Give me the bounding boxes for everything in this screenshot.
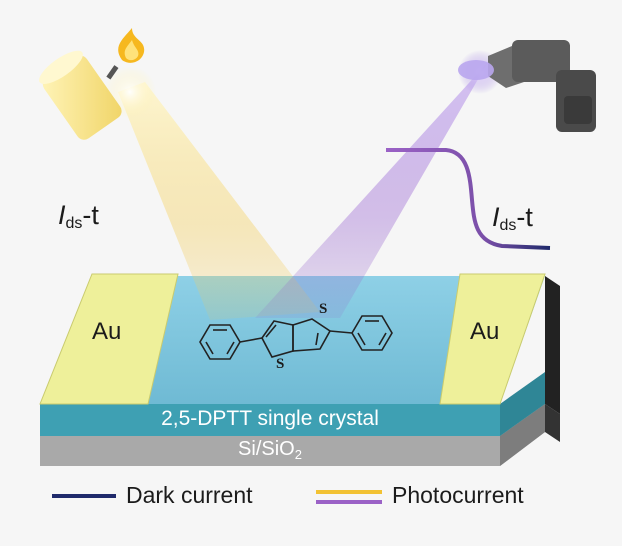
uv-lamp-icon bbox=[458, 40, 596, 132]
dptt-molecule bbox=[199, 315, 393, 360]
flame-icon bbox=[118, 28, 145, 63]
ids-t-label-left: Ids-t bbox=[58, 200, 99, 232]
sulfur-label-top: S bbox=[319, 301, 328, 317]
legend-photo-label: Photocurrent bbox=[392, 482, 524, 508]
substrate-label: Si/SiO2 bbox=[238, 438, 302, 462]
yellow-light-beam bbox=[118, 82, 320, 320]
sulfur-label-bottom: S bbox=[276, 356, 285, 372]
ids-t-label-right: Ids-t bbox=[492, 202, 533, 234]
au-electrode-right bbox=[439, 273, 546, 405]
au-label-right: Au bbox=[470, 318, 500, 345]
substrate-layer bbox=[40, 404, 545, 466]
candle-icon bbox=[39, 50, 122, 140]
au-label-left: Au bbox=[92, 318, 122, 345]
crystal-label: 2,5-DPTT single crystal bbox=[161, 407, 379, 430]
legend-dark-label: Dark current bbox=[126, 482, 253, 508]
au-electrode-left bbox=[39, 273, 179, 405]
ids-t-curve-right bbox=[386, 148, 551, 250]
electrode-side-shadow bbox=[545, 276, 560, 414]
